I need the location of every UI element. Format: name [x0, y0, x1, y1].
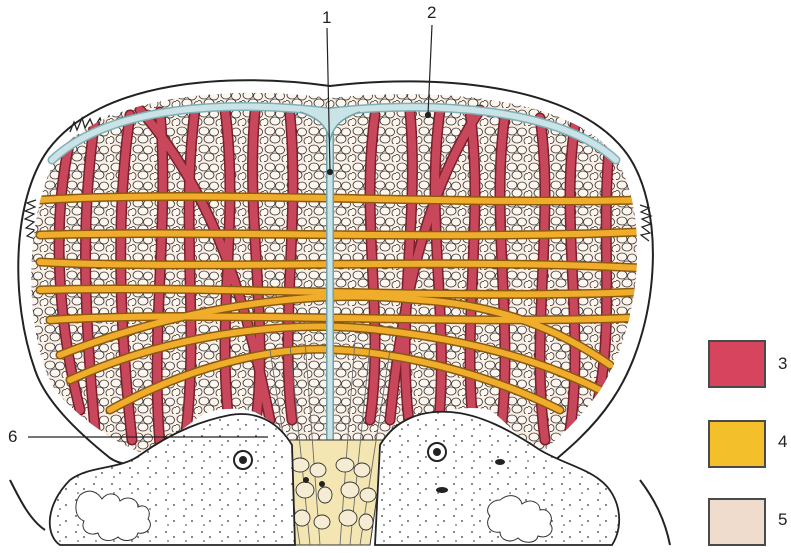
label-1: 1: [322, 8, 331, 27]
legend-label-5: 5: [778, 510, 787, 530]
label-6: 6: [8, 427, 17, 446]
legend-swatch-muscle: [708, 340, 766, 388]
legend-label-4: 4: [778, 432, 787, 452]
legend-label-3: 3: [778, 354, 787, 374]
legend-swatch-nerve: [708, 420, 766, 468]
legend-swatch-fat: [708, 498, 766, 546]
label-2: 2: [427, 3, 436, 22]
